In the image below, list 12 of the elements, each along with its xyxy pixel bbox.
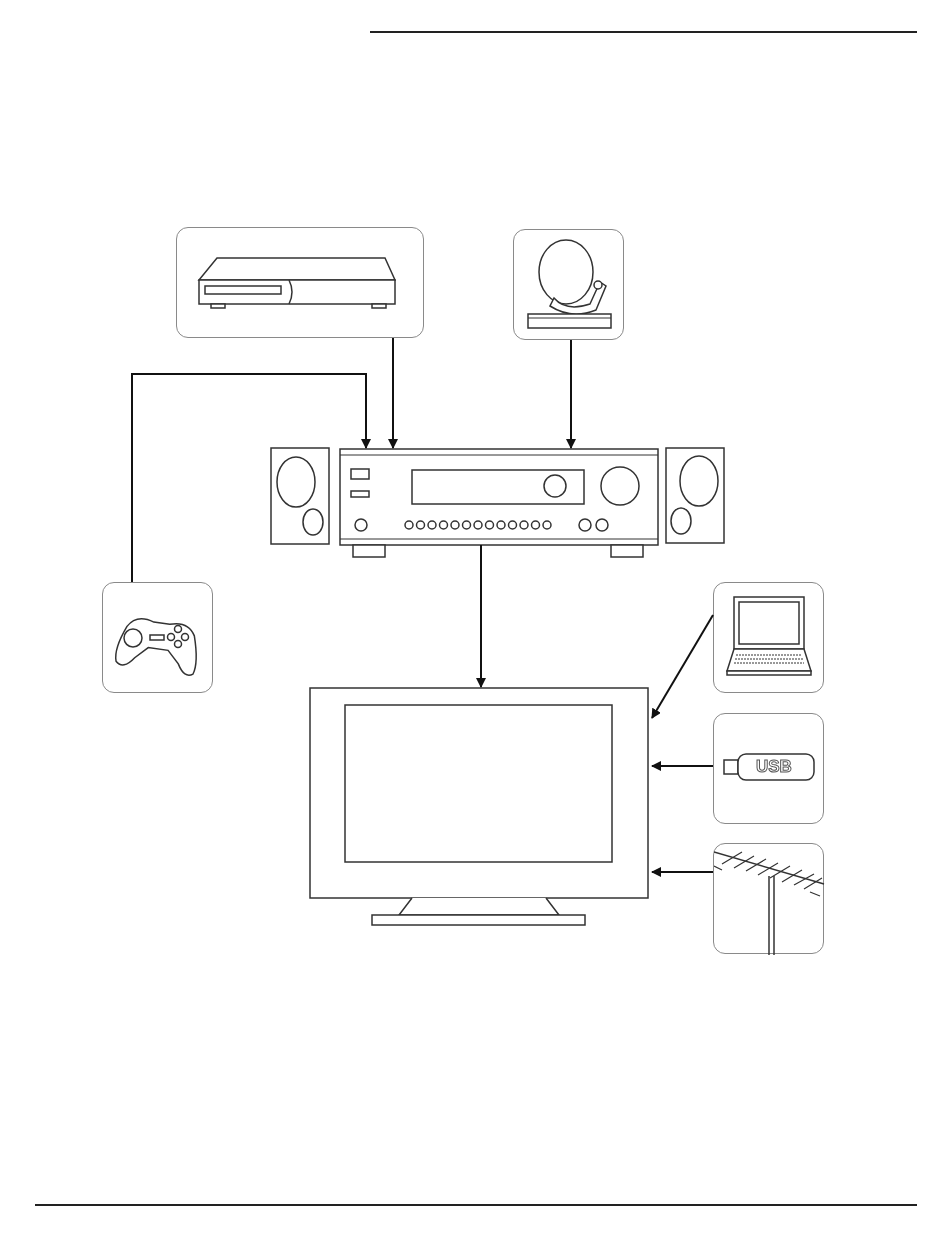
arrow [388, 337, 398, 449]
arrow [566, 339, 576, 449]
device-card [176, 227, 424, 338]
arrow [476, 544, 486, 688]
device-card [713, 713, 824, 824]
device-card [713, 582, 824, 693]
arrow [651, 867, 714, 877]
arrow [131, 373, 371, 583]
device-card [513, 229, 624, 340]
device-card [102, 582, 213, 693]
arrow [651, 761, 714, 771]
arrow [651, 614, 714, 719]
